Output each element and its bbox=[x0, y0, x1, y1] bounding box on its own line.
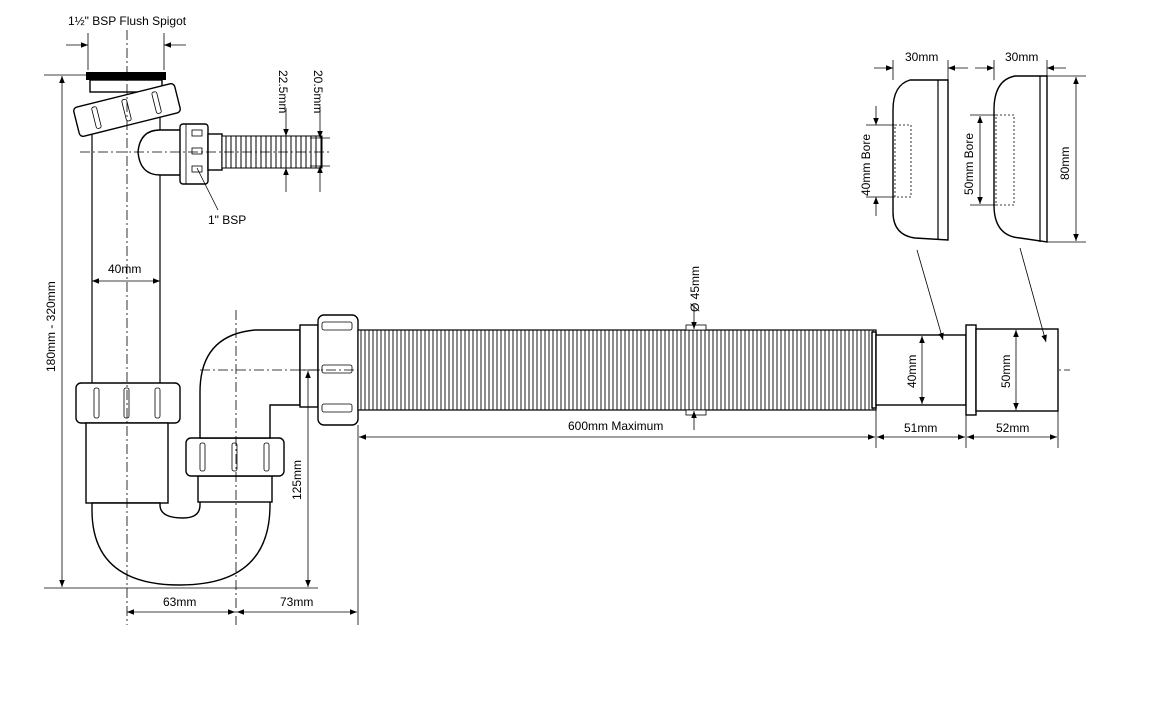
label-dim-80: 80mm bbox=[1058, 147, 1072, 180]
label-bore-40: 40mm Bore bbox=[859, 134, 873, 196]
label-dim-22-5: 22.5mm bbox=[276, 70, 290, 113]
outlet-spigot-40mm bbox=[875, 334, 967, 406]
label-bsp-1in: 1" BSP bbox=[208, 213, 246, 227]
pointer-40mm-adapter bbox=[916, 249, 944, 341]
label-dim-600: 600mm Maximum bbox=[568, 419, 663, 433]
pointer-50mm-adapter bbox=[1019, 247, 1047, 343]
trap-lower-nut bbox=[75, 382, 181, 424]
label-dim-40-pipe: 40mm bbox=[108, 262, 141, 276]
flush-spigot-top bbox=[86, 72, 166, 80]
label-bore-50: 50mm Bore bbox=[962, 133, 976, 195]
adapter-50mm-detail bbox=[993, 75, 1048, 243]
label-flush-spigot: 1½" BSP Flush Spigot bbox=[68, 14, 187, 28]
label-dim-73: 73mm bbox=[280, 595, 313, 609]
bottle-trap bbox=[73, 72, 359, 586]
label-dim-30-b: 30mm bbox=[1005, 50, 1038, 64]
outlet-socket bbox=[299, 324, 319, 408]
flexible-hose bbox=[357, 324, 877, 416]
label-dim-51: 51mm bbox=[904, 421, 937, 435]
label-dim-30-a: 30mm bbox=[905, 50, 938, 64]
label-dim-125: 125mm bbox=[290, 460, 304, 500]
label-dim-height: 180mm - 320mm bbox=[44, 281, 58, 372]
outlet-elbow bbox=[199, 329, 301, 439]
label-dim-40-adapter: 40mm bbox=[905, 355, 919, 388]
label-dim-20-5: 20.5mm bbox=[311, 70, 325, 113]
adapter-40mm-detail bbox=[892, 79, 949, 241]
side-branch-elbow bbox=[137, 129, 183, 176]
label-dim-45-dia: Ø 45mm bbox=[688, 266, 702, 312]
label-dim-50-adapter: 50mm bbox=[999, 355, 1013, 388]
trap-riser-body bbox=[197, 475, 273, 503]
label-dim-52: 52mm bbox=[996, 421, 1029, 435]
label-dim-63: 63mm bbox=[163, 595, 196, 609]
trap-u-bend bbox=[91, 499, 271, 586]
adapter-flange bbox=[965, 324, 977, 416]
